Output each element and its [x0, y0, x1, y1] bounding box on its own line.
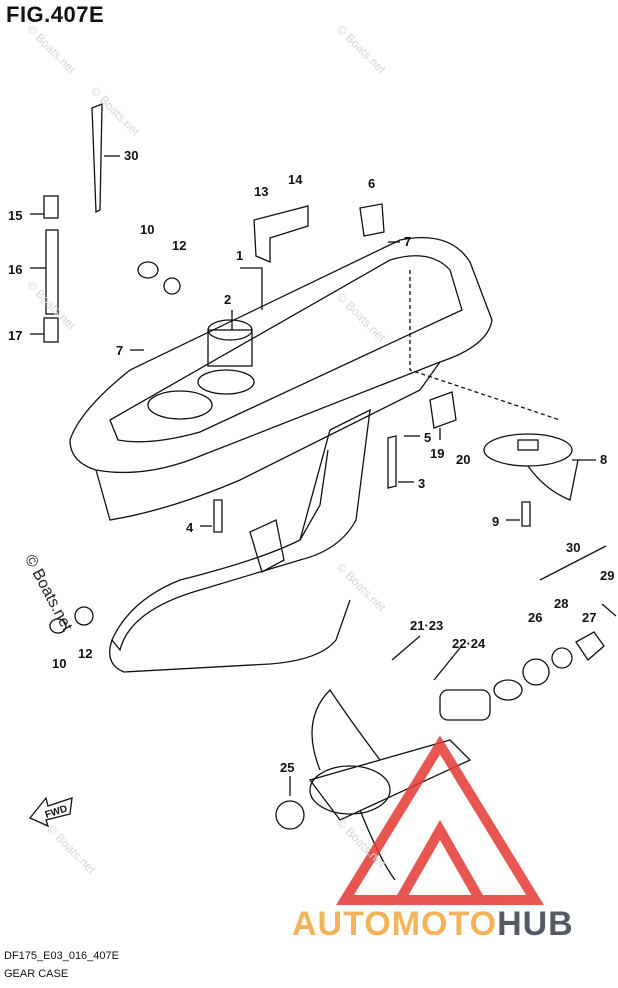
- brand-logo: [336, 735, 544, 905]
- gasket-12b: [74, 606, 94, 626]
- callout-12a: 12: [172, 238, 186, 253]
- callout-27: 27: [582, 610, 596, 625]
- leader-2123: [391, 635, 421, 661]
- brand-part-b: HUB: [497, 905, 574, 943]
- callout-10: 10: [140, 222, 154, 237]
- washer-26: [522, 658, 550, 686]
- callout-9: 9: [492, 514, 499, 529]
- callout-2224: 22·24: [452, 636, 486, 651]
- callout-2123: 21·23: [410, 618, 443, 633]
- rod-18: [45, 229, 59, 315]
- callout-13: 19: [430, 446, 444, 461]
- cotter-pin: [601, 603, 617, 617]
- callout-4: 4: [186, 520, 194, 535]
- callout-15: 13: [254, 184, 268, 199]
- figure-code: DF175_E03_016_407E: [4, 950, 119, 962]
- callout-11: 10: [52, 656, 66, 671]
- cover-fin: [527, 459, 579, 501]
- washer-28: [551, 647, 573, 669]
- callout-16: 14: [288, 172, 303, 187]
- callout-30: 30: [566, 540, 580, 555]
- callout-3: 3: [418, 476, 425, 491]
- housing-lower-skirt: [95, 361, 441, 521]
- anode-plate: [249, 519, 285, 573]
- plug-10: [137, 261, 159, 279]
- nut-27: [575, 631, 605, 661]
- callout-18: 16: [8, 262, 22, 277]
- leader-2224: [433, 647, 461, 681]
- skeg: [299, 449, 329, 541]
- torpedo-body: [111, 408, 371, 652]
- callout-2: 2: [224, 292, 231, 307]
- callout-7b: 7: [404, 234, 411, 249]
- spacer-washer: [493, 679, 523, 701]
- prop-hub: [309, 765, 391, 815]
- grommet-17: [43, 195, 59, 219]
- fitting-19: [43, 317, 59, 343]
- tie-strap: [91, 103, 103, 214]
- callout-14: 20: [456, 452, 470, 467]
- brand-part-a: AUTOMOTO: [292, 905, 498, 943]
- bore-3: [197, 369, 255, 395]
- clip-15-16: [253, 205, 309, 263]
- figure-title: FIG.407E: [6, 2, 105, 27]
- leader-1: [240, 267, 263, 310]
- callout-7a: 7: [116, 343, 123, 358]
- callout-29: 29: [600, 568, 614, 583]
- callout-25: 25: [280, 760, 294, 775]
- cover-boss: [517, 439, 539, 451]
- bolt-4: [213, 499, 223, 533]
- torpedo-lower: [109, 599, 351, 673]
- callout-20: 30: [124, 148, 138, 163]
- leader-30: [539, 545, 607, 581]
- bushing: [275, 800, 305, 830]
- callout-1: 1: [236, 248, 243, 263]
- prop-body: [308, 739, 472, 821]
- bearing-housing: [207, 329, 253, 367]
- prop-blade-upper: [311, 688, 381, 771]
- bolt-9: [521, 501, 531, 527]
- figure-caption: GEAR CASE: [4, 968, 69, 980]
- bolt-3: [387, 435, 397, 489]
- gasket-12a: [163, 277, 181, 295]
- thrust-bearing: [439, 689, 491, 721]
- plug-11: [49, 618, 67, 634]
- clip-6: [359, 203, 385, 237]
- callout-28: 28: [554, 596, 568, 611]
- callout-17: 15: [8, 208, 22, 223]
- housing-deck: [109, 255, 463, 443]
- brand-wordmark: AUTOMOTOHUB: [292, 905, 574, 944]
- fwd-arrow: FWD: [28, 796, 73, 828]
- callout-5: 5: [424, 430, 431, 445]
- callout-6: 6: [368, 176, 375, 191]
- callout-26: 26: [528, 610, 542, 625]
- callout-8: 8: [600, 452, 607, 467]
- callout-19: 17: [8, 328, 22, 343]
- callout-12b: 12: [78, 646, 92, 661]
- dashed-guide: [409, 270, 561, 421]
- bracket-13: [429, 391, 457, 429]
- bore-2: [147, 390, 213, 420]
